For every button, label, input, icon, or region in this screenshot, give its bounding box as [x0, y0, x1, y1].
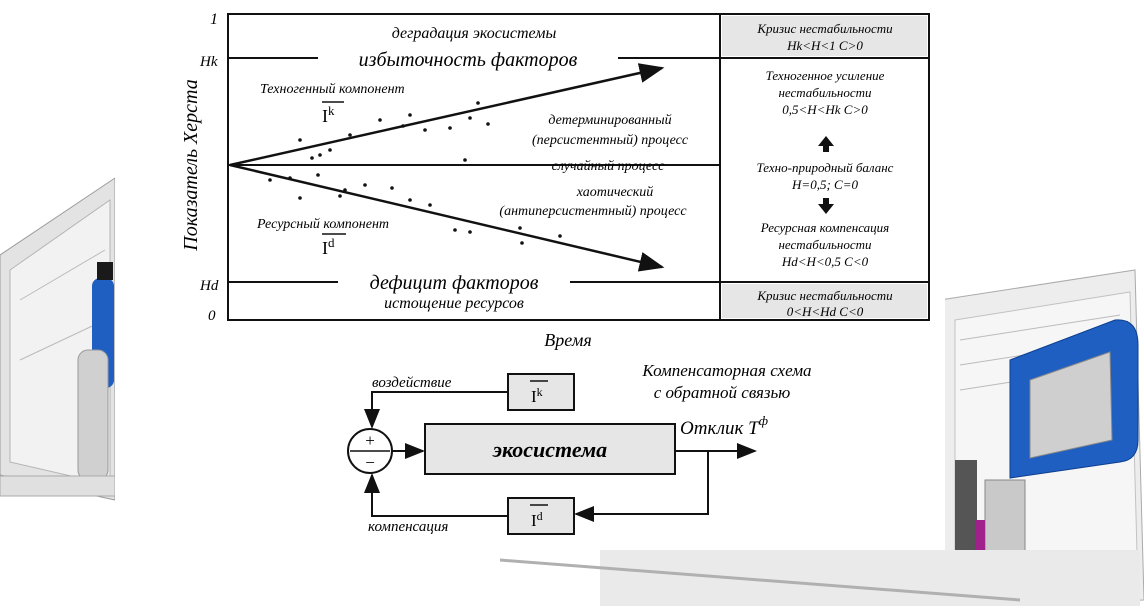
compensation-arrow [364, 473, 508, 517]
deterministic-label-2: (персистентный) процесс [532, 133, 689, 148]
id-box-symbol: Id [531, 509, 543, 530]
techno-gain-line-3: 0,5<H<Hk C>0 [782, 102, 868, 117]
random-process-label: случайный процесс [552, 159, 666, 174]
scatter-points [268, 101, 562, 245]
techno-component-label: Техногенный компонент [260, 82, 405, 97]
excess-factors-label: избыточность факторов [359, 49, 578, 71]
resource-comp-line-2: нестабильности [778, 237, 872, 252]
crisis-bottom-line-2: 0<H<Hd C<0 [787, 304, 864, 319]
crisis-bottom-line-1: Кризис нестабильности [756, 288, 893, 303]
minus-sign: − [365, 453, 375, 472]
plus-sign: + [365, 431, 375, 450]
right-panel: Кризис нестабильности Hk<H<1 C>0 Техноге… [722, 16, 927, 319]
id-symbol: Id [322, 235, 335, 258]
balance-line-1: Техно-природный баланс [757, 160, 894, 175]
deterministic-label-1: детерминированный [548, 113, 671, 128]
background-equipment-left [0, 177, 116, 501]
ecosystem-label: экосистема [492, 437, 607, 462]
chaotic-label-1: хаотический [576, 185, 654, 200]
scheme-title-line-2: с обратной связью [654, 383, 791, 402]
impact-label: воздействие [372, 375, 452, 391]
crisis-top-line-1: Кризис нестабильности [756, 21, 893, 36]
arrow-down-icon [818, 198, 834, 214]
resource-comp-line-1: Ресурсная компенсация [760, 220, 889, 235]
top-band-label: деградация экосистемы [392, 25, 557, 42]
tick-label-1: 1 [210, 11, 218, 28]
ik-box-symbol: Ik [531, 385, 543, 406]
background-equipment-right [499, 269, 1144, 607]
scheme-title-line-1: Компенсаторная схема [641, 361, 811, 380]
lower-trend-arrow [229, 163, 665, 272]
balance-line-2: H=0,5; C=0 [791, 177, 858, 192]
resource-component-label: Ресурсный компонент [256, 217, 389, 232]
feedback-scheme: Компенсаторная схема с обратной связью в… [347, 361, 812, 535]
upper-trend-arrow [229, 63, 665, 167]
techno-gain-line-2: нестабильности [778, 85, 872, 100]
tick-label-hd: Hd [199, 278, 219, 294]
techno-gain-line-1: Техногенное усиление [766, 68, 885, 83]
crisis-top-line-2: Hk<H<1 C>0 [786, 38, 863, 53]
impact-arrow [364, 391, 508, 429]
tick-label-0: 0 [208, 308, 216, 324]
y-axis-label: Показатель Херста [180, 79, 202, 251]
arrow-up-icon [818, 136, 834, 152]
resource-comp-line-3: Hd<H<0,5 C<0 [781, 254, 869, 269]
x-axis-label: Время [544, 330, 591, 350]
tick-label-hk: Hk [199, 54, 218, 70]
feedback-arrow [574, 451, 709, 522]
chaotic-label-2: (антиперсистентный) процесс [499, 204, 687, 219]
hurst-diagram: Показатель Херста 1 Hk Hd 0 деградация э… [180, 11, 930, 350]
compensation-label: компенсация [368, 519, 448, 535]
ecosystem-box [424, 423, 676, 475]
ik-symbol: Ik [322, 103, 335, 126]
diagram-frame [227, 13, 930, 321]
response-label: Отклик Tф [680, 413, 768, 439]
bottom-band-label: истощение ресурсов [384, 295, 524, 312]
deficit-factors-label: дефицит факторов [370, 272, 539, 294]
